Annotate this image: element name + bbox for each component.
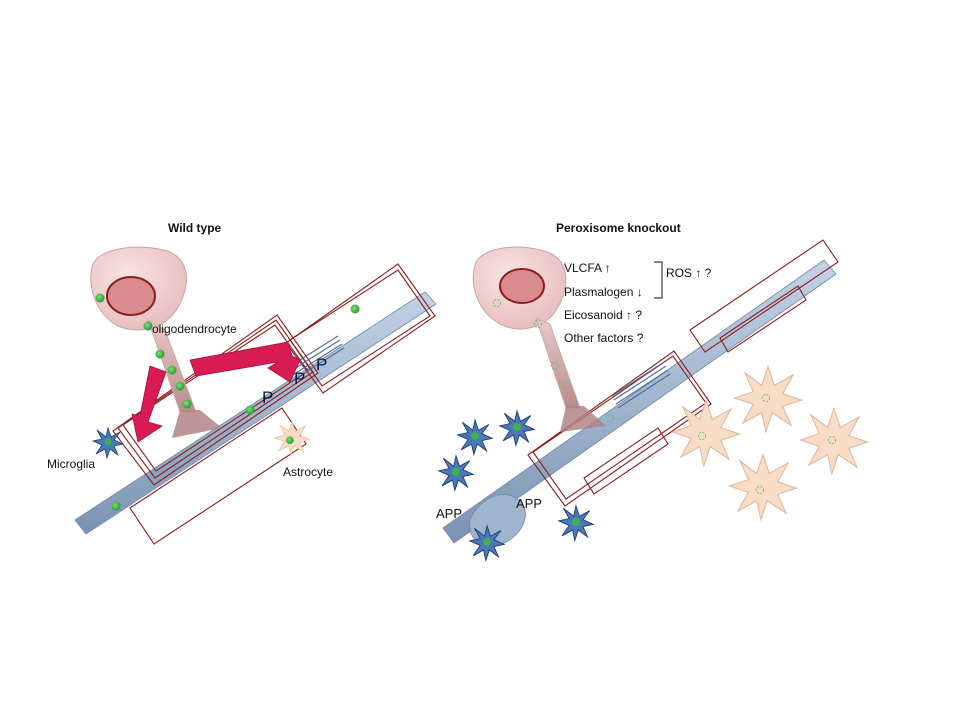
oligodendrocyte-label: oligodendrocyte (152, 322, 237, 336)
phospho-label: P (294, 369, 305, 388)
peroxisome-dot (350, 304, 360, 314)
astrocyte-label: Astrocyte (283, 465, 333, 479)
wild-type-title: Wild type (168, 221, 222, 235)
knockout-panel: Peroxisome knockout (436, 221, 869, 561)
factor-plasmalogen: Plasmalogen ↓ (564, 285, 643, 299)
arrow-down (131, 365, 167, 443)
peroxisome-dot (175, 381, 185, 391)
microglia-cell (558, 505, 594, 541)
phospho-label: P (316, 355, 327, 374)
peroxisome-dot (111, 501, 121, 511)
wt-transport-arrows (131, 341, 301, 443)
ko-axon (442, 259, 837, 547)
ko-astrocytes (671, 365, 869, 521)
microglia-label: Microglia (47, 457, 95, 471)
phospho-label: P (262, 388, 273, 407)
ko-astro-peroxisomes (697, 393, 837, 495)
ko-myelin-sheaths (527, 239, 839, 507)
ros-label: ROS ↑ ? (666, 266, 712, 280)
ros-bracket (654, 261, 663, 299)
wt-oligodendrocyte (90, 246, 222, 438)
app-label: APP (436, 506, 462, 521)
peroxisome-dot (167, 365, 177, 375)
wt-astrocyte (274, 421, 310, 456)
arrow-right (189, 341, 301, 383)
app-label: APP (516, 496, 542, 511)
microglia-cell (457, 419, 493, 455)
wt-axon (74, 291, 437, 535)
peroxisome-dot (95, 293, 105, 303)
peroxisome-dot (182, 399, 192, 409)
wt-microglia (92, 427, 124, 459)
microglia-cell (499, 410, 535, 446)
wild-type-panel: Wild type (47, 221, 437, 545)
astrocyte-cell (671, 399, 741, 467)
ko-node-bands (611, 361, 671, 409)
ko-oligo-nucleus (499, 268, 545, 304)
peroxisome-dot (155, 349, 165, 359)
wt-oligo-nucleus (106, 276, 156, 316)
astrocyte-cell (733, 365, 803, 433)
factor-other: Other factors ? (564, 331, 644, 345)
knockout-title: Peroxisome knockout (556, 221, 681, 235)
factor-vlcfa: VLCFA ↑ (564, 261, 611, 275)
astrocyte-cell (728, 453, 798, 521)
peroxisome-dot (245, 405, 255, 415)
microglia-cell (438, 455, 474, 491)
wt-peroxisomes (95, 293, 360, 511)
peroxisome-dot (143, 321, 153, 331)
astrocyte-cell (799, 407, 869, 475)
factor-eicosanoid: Eicosanoid ↑ ? (564, 308, 642, 322)
